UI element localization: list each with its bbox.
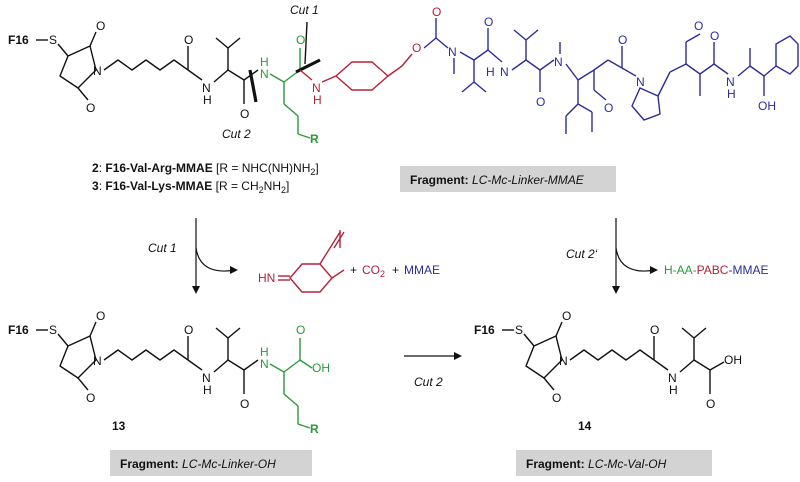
svg-text:O: O xyxy=(562,309,571,323)
fragment-13-text: Fragment: LC-Mc-Linker-OH xyxy=(120,457,276,471)
plus-1: + xyxy=(350,263,357,277)
svg-text:O: O xyxy=(706,397,715,411)
f16-label: F16 xyxy=(8,33,29,47)
svg-text:OH: OH xyxy=(724,353,742,367)
svg-text:N: N xyxy=(93,354,102,368)
svg-text:N: N xyxy=(202,371,211,385)
cut2-bottom-label: Cut 2 xyxy=(414,375,443,389)
cut1-label: Cut 1 xyxy=(290,3,319,17)
byproducts-left: + CO2 + MMAE xyxy=(350,263,440,279)
nitrogen-label-1: N xyxy=(93,64,102,78)
svg-text:O: O xyxy=(650,323,659,337)
r-group-label: R xyxy=(310,132,319,146)
nitrogen-h-label-4: N xyxy=(500,65,509,79)
cut1-middle-label: Cut 1 xyxy=(148,241,177,255)
hn-label: HN xyxy=(258,271,275,285)
cut2-prime-label: Cut 2‘ xyxy=(566,247,598,261)
compound-names: 2: F16-Val-Arg-MMAE [R = NHC(NH)NH2] 3: … xyxy=(92,161,319,195)
oxygen-label-1: O xyxy=(96,19,105,33)
svg-text:O: O xyxy=(184,323,193,337)
sulfur-label: S xyxy=(49,33,57,47)
mmae-label: MMAE xyxy=(404,263,440,277)
compound-13-number: 13 xyxy=(112,419,126,433)
fragment-14-text: Fragment: LC-Mc-Val-OH xyxy=(526,457,667,471)
oxygen-label-12: O xyxy=(694,19,703,33)
compound-13-structure: F16 S O O N O N H O H N O OH R xyxy=(8,309,330,436)
nitrogen-h-label-2: H xyxy=(260,55,269,69)
fragment-top-text: Fragment: LC-Mc-Linker-MMAE xyxy=(410,173,585,187)
quinone-methide: HN xyxy=(258,230,345,293)
nitrogen-h-label-3: N xyxy=(312,81,321,95)
right-cut-arrow: Cut 2‘ xyxy=(566,218,658,294)
left-cut-arrow: Cut 1 xyxy=(148,218,238,294)
oxygen-label-11: O xyxy=(618,33,627,47)
oxygen-label-9: O xyxy=(536,95,545,109)
oxygen-label-8: O xyxy=(484,15,493,29)
svg-text:O: O xyxy=(240,397,249,411)
plus-2: + xyxy=(392,263,399,277)
fragment-box-13: Fragment: LC-Mc-Linker-OH xyxy=(110,450,312,476)
svg-text:O: O xyxy=(86,391,95,405)
cut2-label: Cut 2 xyxy=(222,127,251,141)
oxygen-label-7: O xyxy=(432,5,441,19)
nitrogen-h-label-5: N xyxy=(726,75,735,89)
svg-text:R: R xyxy=(310,422,319,436)
hydroxyl-label: OH xyxy=(758,99,776,113)
svg-text:S: S xyxy=(49,323,57,337)
nitrogen-label-3: N xyxy=(448,45,457,59)
oxygen-label-3: O xyxy=(184,33,193,47)
oxygen-label-6: O xyxy=(412,41,421,55)
hydrogen-label-3: H xyxy=(313,93,322,107)
byproducts-right: H-AA-PABC-MMAE xyxy=(664,263,768,277)
nitrogen-label-4: N xyxy=(554,55,563,69)
svg-text:O: O xyxy=(96,309,105,323)
fragment-box-top: Fragment: LC-Mc-Linker-MMAE xyxy=(400,166,616,192)
svg-text:H: H xyxy=(669,383,678,397)
compound-14-structure: F16 S O O N O N H O OH 14 xyxy=(474,309,742,433)
svg-text:H: H xyxy=(203,383,212,397)
svg-text:OH: OH xyxy=(312,361,330,375)
nitrogen-label-2: N xyxy=(260,67,269,81)
fragment-box-14: Fragment: LC-Mc-Val-OH xyxy=(516,450,712,476)
compound-3-line: 3: F16-Val-Lys-MMAE [R = CH2NH2] xyxy=(92,179,289,195)
svg-text:F16: F16 xyxy=(474,323,495,337)
hydrogen-label-5: H xyxy=(727,87,736,101)
svg-text:N: N xyxy=(559,354,568,368)
nitrogen-label-5: N xyxy=(636,75,645,89)
compound-14-number: 14 xyxy=(578,419,592,433)
hydrogen-label-4: H xyxy=(486,65,495,79)
oxygen-label-5: O xyxy=(296,33,305,47)
h-aa-pabc-mmae: H-AA-PABC-MMAE xyxy=(664,263,768,277)
hydrogen-label-1: H xyxy=(203,93,212,107)
svg-text:S: S xyxy=(515,323,523,337)
oxygen-label-4: O xyxy=(240,107,249,121)
nitrogen-h-label-1: N xyxy=(202,81,211,95)
svg-text:N: N xyxy=(260,357,269,371)
compound-2-line: 2: F16-Val-Arg-MMAE [R = NHC(NH)NH2] xyxy=(92,161,319,177)
svg-text:F16: F16 xyxy=(8,323,29,337)
co2-label: CO2 xyxy=(362,263,385,279)
svg-text:O: O xyxy=(552,391,561,405)
oxygen-label-10: O xyxy=(604,101,613,115)
oxygen-label-2: O xyxy=(86,101,95,115)
cut2-horizontal-arrow: Cut 2 xyxy=(404,352,462,389)
svg-text:O: O xyxy=(296,323,305,337)
svg-text:N: N xyxy=(668,371,677,385)
top-structure: F16 S O O N O N H O H N O xyxy=(8,3,799,146)
oxygen-label-13: O xyxy=(710,29,719,43)
svg-text:H: H xyxy=(260,345,269,359)
